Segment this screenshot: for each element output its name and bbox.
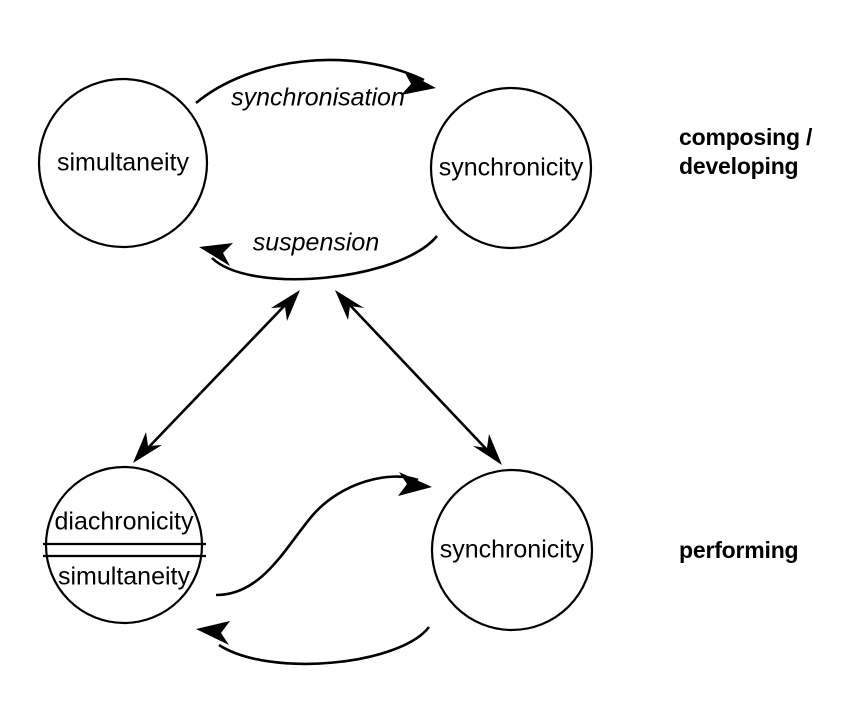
edge-suspension-path xyxy=(211,235,439,281)
edge-left-diagonal-line xyxy=(145,301,289,451)
edge-suspension: suspension xyxy=(199,229,439,281)
edge-synchronisation-arrowhead xyxy=(401,71,436,95)
edge-left-diagonal-arrowhead-up xyxy=(271,290,300,321)
node-top-left[interactable]: simultaneity xyxy=(37,77,209,249)
edge-right-diagonal-line xyxy=(346,301,490,453)
edge-label-synchronisation: synchronisation xyxy=(231,84,405,112)
node-top-right-circle[interactable] xyxy=(429,86,593,250)
edge-left-diagonal-arrowhead-down xyxy=(133,432,162,463)
edge-right-diagonal-arrowhead-down xyxy=(473,434,502,465)
node-bottom-right-label: synchronicity xyxy=(440,536,585,564)
node-bottom-left-label-top: diachronicity xyxy=(55,508,194,536)
edge-bottom-forward-path xyxy=(215,475,419,597)
edge-left-diagonal xyxy=(133,290,300,463)
edge-right-diagonal xyxy=(335,290,502,465)
node-top-left-label: simultaneity xyxy=(57,149,189,177)
node-top-left-circle[interactable] xyxy=(37,77,209,249)
node-bottom-right-circle[interactable] xyxy=(430,468,594,632)
edge-bottom-forward xyxy=(215,472,432,597)
edge-synchronisation-path xyxy=(195,58,425,104)
edge-bottom-return xyxy=(196,621,431,666)
edge-label-suspension: suspension xyxy=(253,229,379,257)
node-bottom-left[interactable]: diachronicity simultaneity xyxy=(43,465,206,625)
node-top-right[interactable]: synchronicity xyxy=(429,86,593,250)
edge-suspension-arrowhead xyxy=(199,243,233,266)
group-label-performing: performing xyxy=(679,537,799,563)
node-top-right-label: synchronicity xyxy=(439,154,584,182)
node-bottom-right[interactable]: synchronicity xyxy=(430,468,594,632)
group-label-composing-developing: composing / developing xyxy=(679,124,813,180)
node-bottom-left-label-bottom: simultaneity xyxy=(58,563,190,591)
edge-bottom-forward-arrowhead xyxy=(398,472,432,496)
edge-bottom-return-path xyxy=(218,626,431,666)
edge-right-diagonal-arrowhead-up xyxy=(335,290,364,320)
edge-bottom-return-arrowhead xyxy=(196,621,230,645)
edge-synchronisation: synchronisation xyxy=(195,58,436,112)
